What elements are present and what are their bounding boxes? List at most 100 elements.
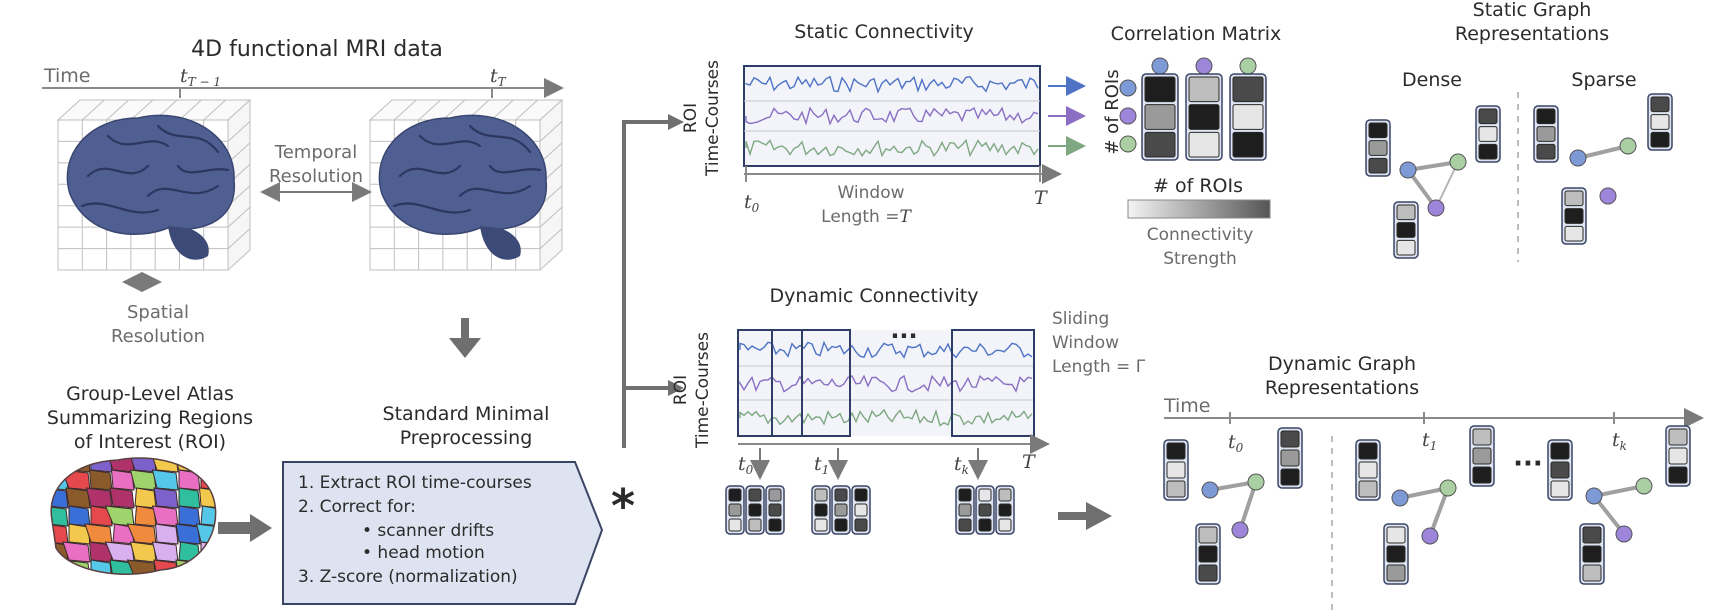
atlas-region [41,578,68,598]
matrix-cell [1166,480,1186,498]
matrix-cell [1386,526,1406,544]
cube-top-grid [393,99,417,121]
dynamic-window-1 [771,329,851,437]
atlas-region [68,505,91,527]
cube-side [227,98,251,272]
matrix-cell [1144,104,1176,130]
mri-volume-cur [368,98,564,272]
dynamic-bg [738,330,1034,436]
atlas-title-line1: Group-Level Atlas [66,383,234,405]
dynamic-series-green [739,408,1033,427]
cube-top-grid [130,99,154,121]
matrix-cell [998,488,1012,502]
dense-label: Dense [1402,69,1462,91]
preproc-title-line1: Standard Minimal [383,403,550,425]
sparse-label: Sparse [1571,69,1636,91]
brain-cerebellum [480,226,521,260]
asterisk: * [611,479,635,533]
corr-node-left [1119,107,1137,125]
atlas-region [62,541,91,563]
matrix-cell [768,518,782,532]
brain-shape [378,114,548,236]
matrix-cell [1582,564,1602,582]
dgk-node [1585,487,1603,505]
preproc-step-2: 2. Correct for: [298,497,416,517]
corr-ylabel: # of ROIs [1102,69,1123,154]
matrix-cell [978,503,992,517]
matrix-cell [1358,442,1378,460]
brain-fold [458,184,532,198]
static-graph-title-line2: Representations [1455,23,1609,45]
mri-t-prev: tT − 1 [180,65,221,89]
cube-side-grid [227,121,251,142]
corr-xlabel: # of ROIs [1153,175,1243,197]
brain-fold [86,164,150,178]
cube-top-grid [179,99,202,121]
static-graphs [1365,93,1673,259]
corr-node-top [1195,57,1213,75]
corr-node-top [1151,57,1169,75]
matrix-cell [1668,428,1688,446]
cube-top-grid [203,99,227,121]
atlas-region [51,523,69,545]
matrix-cell [1280,449,1300,467]
matrix-cell [1396,204,1416,221]
dg0-node [1247,473,1265,491]
brain-fold [468,124,532,154]
atlas-region [129,469,157,491]
matrix-cell [978,488,992,502]
atlas-region [223,488,244,508]
matrix-cell [1166,442,1186,460]
dynamic-t1: t1 [814,453,829,477]
matrix-cell [1396,239,1416,256]
matrix-cell [1368,157,1388,174]
dynamic-tk: tk [954,453,969,477]
matrix-cell [748,488,762,502]
atlas-region [223,542,244,562]
matrix-cell [998,503,1012,517]
matrix-cell [814,503,828,517]
matrix-cell [1386,545,1406,563]
atlas-region [134,487,157,509]
atlas-region [109,559,135,575]
brain-cerebellum [168,226,209,260]
atlas-region [51,487,69,509]
atlas-region [51,457,69,473]
strength-line1: Connectivity [1147,225,1254,245]
dgk-node [1635,477,1653,495]
branch-static-head [668,114,684,130]
dynamic-dots: ··· [890,322,917,350]
matrix-cell [1188,76,1220,103]
brain-fold [398,164,462,178]
atlas-region [198,559,216,575]
brain-fold [176,164,230,174]
atlas-region [110,469,135,491]
atlas-region [151,541,179,563]
matrix-cell [958,518,972,532]
matrix-cell [728,488,742,502]
atlas-brain [41,457,244,598]
matrix-cell [1582,526,1602,544]
matrix-cell [1232,76,1264,103]
dynamic-window-0 [737,329,803,437]
dynamic-ylabel-line1: ROI [671,375,691,405]
correlation-matrix [1119,57,1267,161]
matrix-cell [1650,131,1670,148]
dyn-graph-dots: ··· [1513,449,1543,479]
matrix-cell [1478,143,1498,160]
atlas-region [65,487,91,509]
matrix-cell [1550,442,1570,460]
matrix-cell [1550,461,1570,479]
brain-fold [156,124,220,154]
atlas-outline [50,457,217,575]
matrix-cell [1478,126,1498,142]
brain-fold [106,134,170,148]
down-arrow [449,318,481,358]
static-ylabel-line2: Time-Courses [703,60,723,177]
matrix-cell [1536,143,1556,160]
dyn-graph-time-label: Time [1163,395,1211,417]
atlas-region [84,578,113,598]
static-title: Static Connectivity [794,21,973,43]
matrix-cell [1396,222,1416,238]
static-ylabel-line1: ROI [681,103,701,133]
